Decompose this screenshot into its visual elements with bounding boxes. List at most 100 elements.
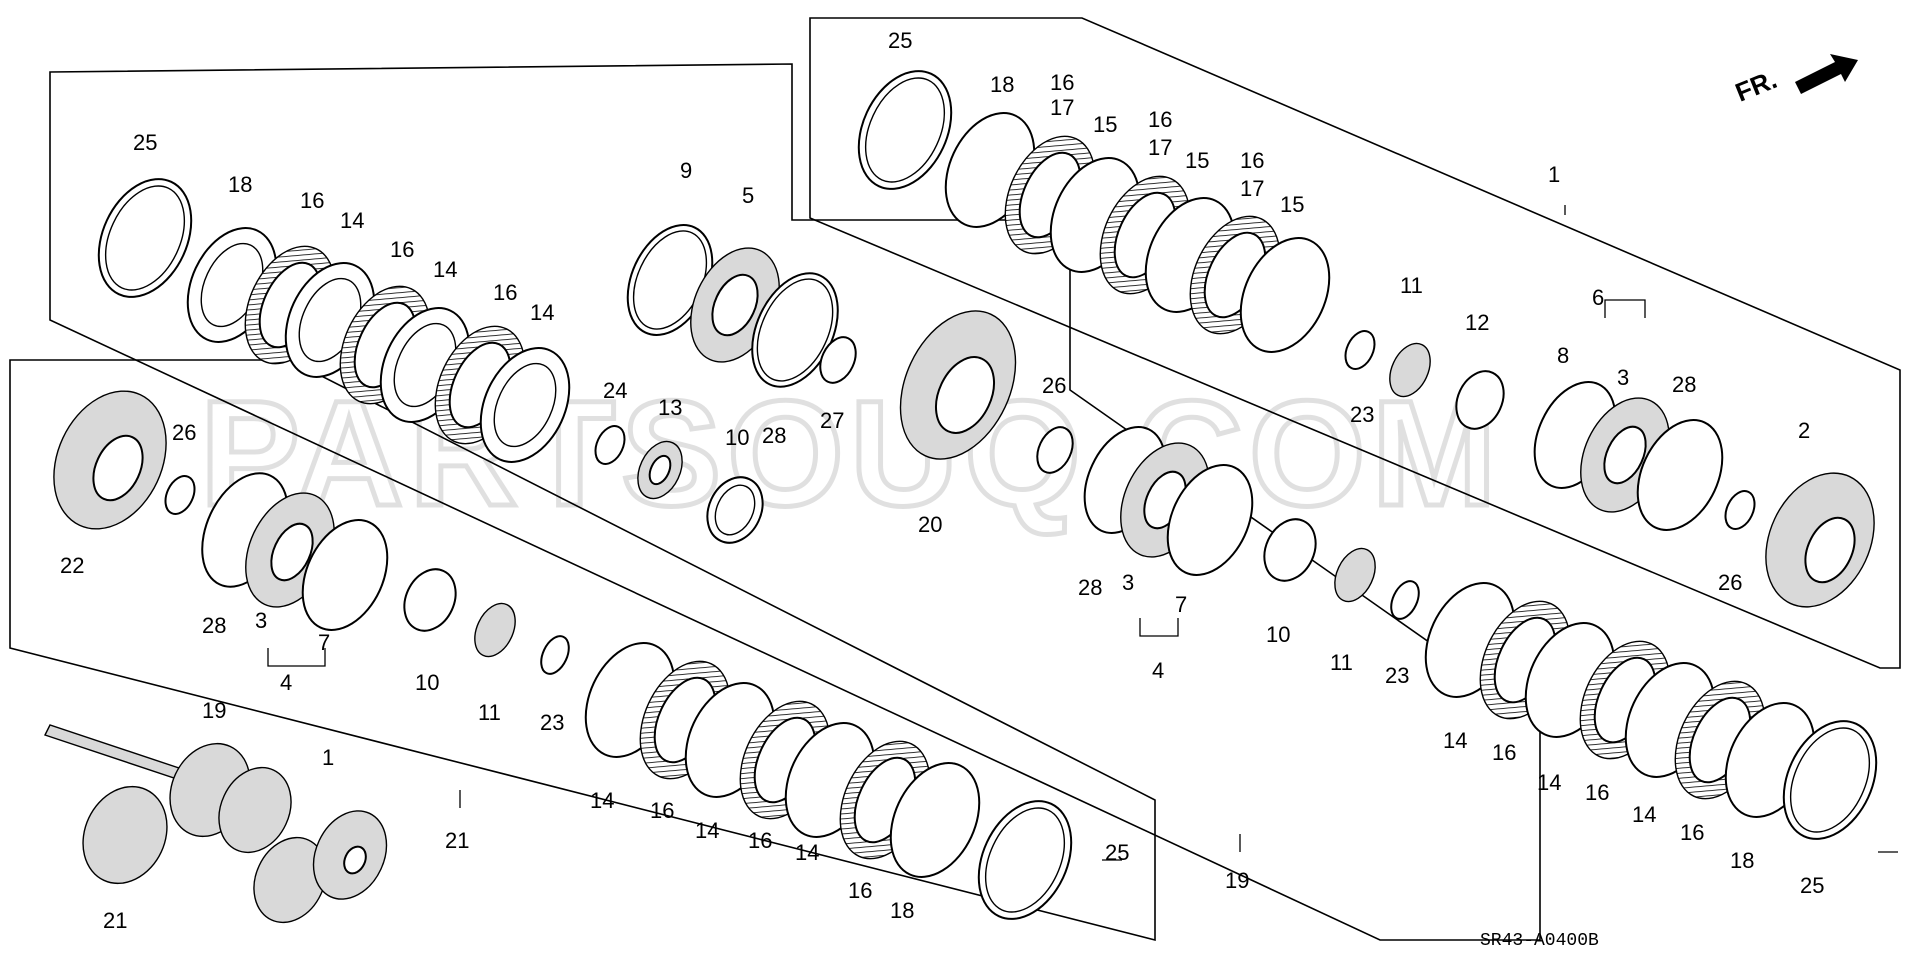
clutch-plate bbox=[479, 347, 571, 463]
return-spring bbox=[1263, 518, 1317, 582]
callout-label: 16 bbox=[1585, 780, 1609, 805]
callout-label: 14 bbox=[1443, 728, 1467, 753]
callout-label: 5 bbox=[742, 183, 754, 208]
callout-label: 14 bbox=[590, 788, 614, 813]
callout-label: 28 bbox=[202, 613, 226, 638]
arrow-icon bbox=[1795, 54, 1858, 94]
callout-label: 25 bbox=[888, 28, 912, 53]
shaft bbox=[44, 724, 186, 781]
callout-label: 20 bbox=[918, 512, 942, 537]
snap-ring-inner bbox=[104, 185, 186, 291]
left-clutch-boundary bbox=[9, 359, 1156, 942]
return-spring bbox=[706, 476, 764, 544]
callout-label: 16 bbox=[1148, 107, 1172, 132]
snap-ring-small bbox=[1344, 330, 1376, 370]
direction-label: FR. bbox=[1731, 64, 1781, 108]
callout-label: 16 bbox=[848, 878, 872, 903]
drawing-code: SR43-A0400B bbox=[1480, 931, 1599, 951]
callout-label: 11 bbox=[1400, 273, 1423, 298]
callout-label: 3 bbox=[255, 608, 267, 633]
callout-label: 4 bbox=[1152, 658, 1164, 683]
callout-labels: 25 18 16 14 16 14 16 14 9 5 24 13 10 28 … bbox=[60, 28, 1824, 933]
callout-label: 4 bbox=[280, 670, 292, 695]
callout-label: 6 bbox=[1592, 285, 1604, 310]
callout-label: 16 bbox=[1050, 70, 1074, 95]
callout-label: 14 bbox=[795, 840, 819, 865]
o-ring-small bbox=[164, 475, 196, 515]
callout-label: 14 bbox=[695, 818, 719, 843]
callout-label: 2 bbox=[1798, 418, 1810, 443]
callout-label: 10 bbox=[1266, 622, 1290, 647]
callout-label: 28 bbox=[1078, 575, 1102, 600]
o-ring-small bbox=[1036, 426, 1074, 474]
clutch-drum-small bbox=[82, 785, 168, 885]
callout-label: 1 bbox=[1548, 162, 1560, 187]
spring-retainer bbox=[1389, 342, 1431, 398]
callout-label: 16 bbox=[650, 798, 674, 823]
callout-label: 16 bbox=[1240, 148, 1264, 173]
front-direction-arrow: FR. bbox=[1731, 54, 1858, 108]
callout-label: 16 bbox=[748, 828, 772, 853]
callout-label: 16 bbox=[1492, 740, 1516, 765]
o-ring-small bbox=[1724, 490, 1756, 530]
parts-group-lower-middle bbox=[584, 642, 1073, 920]
callout-label: 16 bbox=[1680, 820, 1704, 845]
snap-ring-small bbox=[594, 425, 626, 465]
callout-label: 17 bbox=[1050, 95, 1074, 120]
return-spring bbox=[403, 568, 457, 632]
callout-label: 15 bbox=[1185, 148, 1209, 173]
callout-label: 10 bbox=[725, 425, 749, 450]
callout-label: 14 bbox=[340, 208, 364, 233]
callout-label: 15 bbox=[1093, 112, 1117, 137]
callout-label: 23 bbox=[1350, 402, 1374, 427]
callout-label: 25 bbox=[1105, 840, 1129, 865]
callout-label: 16 bbox=[390, 237, 414, 262]
callout-label: 1 bbox=[322, 745, 334, 770]
callout-label: 25 bbox=[1800, 873, 1824, 898]
callout-label: 23 bbox=[1385, 663, 1409, 688]
gear bbox=[253, 836, 327, 924]
upper-right-clutch-boundary bbox=[809, 17, 1901, 669]
callout-label: 17 bbox=[1148, 135, 1172, 160]
callout-label: 7 bbox=[1175, 592, 1187, 617]
leader-lines bbox=[267, 205, 1898, 861]
callout-label: 26 bbox=[1718, 570, 1742, 595]
callout-label: 21 bbox=[103, 908, 127, 933]
spring-retainer bbox=[1334, 547, 1376, 603]
o-ring bbox=[1636, 419, 1724, 531]
o-ring bbox=[1166, 464, 1254, 576]
callout-label: 10 bbox=[415, 670, 439, 695]
callout-label: 18 bbox=[1730, 848, 1754, 873]
callout-label: 18 bbox=[228, 172, 252, 197]
callout-label: 14 bbox=[433, 257, 457, 282]
callout-label: 19 bbox=[1225, 868, 1249, 893]
o-ring-small bbox=[819, 336, 857, 384]
callout-label: 9 bbox=[680, 158, 692, 183]
callout-label: 26 bbox=[172, 420, 196, 445]
callout-label: 15 bbox=[1280, 192, 1304, 217]
spring-retainer bbox=[474, 602, 516, 658]
callout-label: 16 bbox=[493, 280, 517, 305]
callout-label: 26 bbox=[1042, 373, 1066, 398]
callout-label: 3 bbox=[1617, 365, 1629, 390]
callout-label: 14 bbox=[530, 300, 554, 325]
o-ring bbox=[301, 519, 389, 631]
callout-label: 12 bbox=[1465, 310, 1489, 335]
callout-label: 23 bbox=[540, 710, 564, 735]
callout-label: 24 bbox=[603, 378, 627, 403]
callout-label: 28 bbox=[762, 423, 786, 448]
callout-label: 3 bbox=[1122, 570, 1134, 595]
clutch-plate bbox=[1239, 237, 1331, 353]
callout-label: 18 bbox=[890, 898, 914, 923]
mainshaft-assembly bbox=[44, 724, 388, 924]
callout-label: 21 bbox=[445, 828, 469, 853]
callout-label: 11 bbox=[1330, 650, 1353, 675]
callout-label: 17 bbox=[1240, 176, 1264, 201]
callout-label: 22 bbox=[60, 553, 84, 578]
snap-ring-small bbox=[540, 635, 570, 675]
callout-label: 18 bbox=[990, 72, 1014, 97]
callout-label: 27 bbox=[820, 408, 844, 433]
snap-ring-small bbox=[1390, 580, 1420, 620]
gear bbox=[218, 766, 292, 854]
